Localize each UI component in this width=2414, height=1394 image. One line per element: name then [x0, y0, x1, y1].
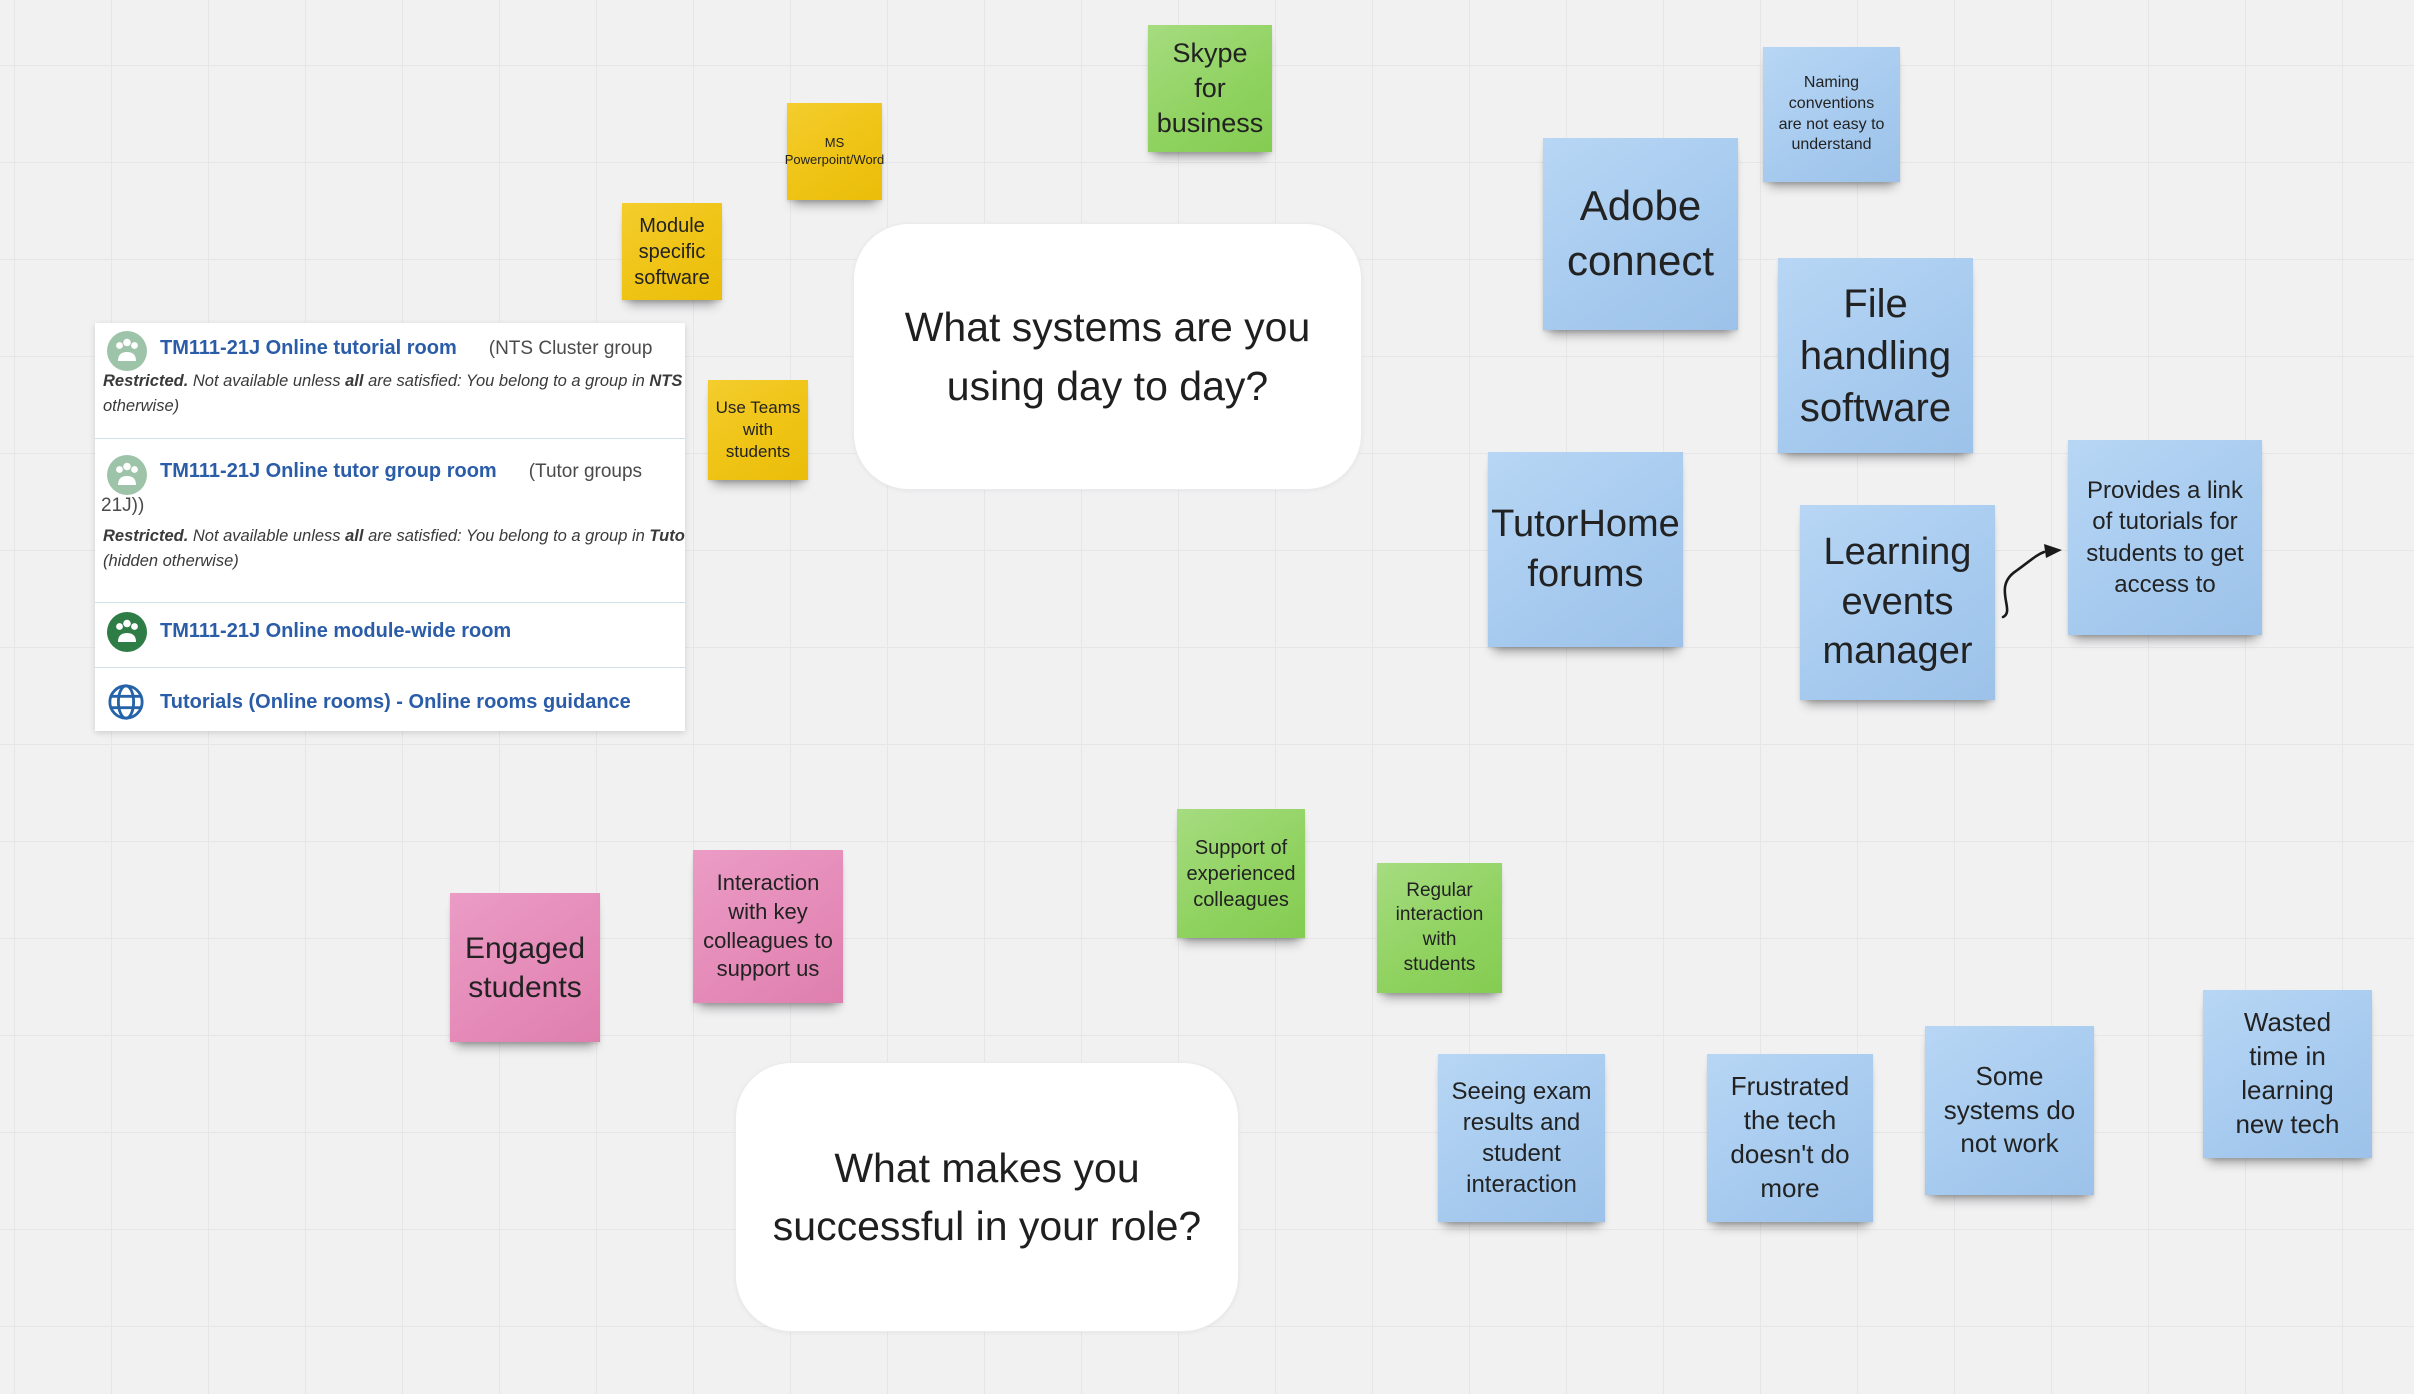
room-link-title: TM111-21J Online tutorial room — [160, 337, 457, 359]
sticky-note-module-specific-software[interactable]: Module specific software — [622, 203, 722, 300]
sticky-note-text: Use Teams with students — [715, 397, 801, 462]
sticky-note-text: Engaged students — [464, 931, 586, 1004]
sticky-note-text: MS Powerpoint/Word — [784, 134, 885, 167]
sticky-note-skype-for-business[interactable]: Skype for business — [1148, 25, 1272, 152]
restriction-text: Restricted. Not available unless all are… — [103, 527, 685, 545]
sticky-note-text: Seeing exam results and student interact… — [1451, 1077, 1592, 1199]
sticky-note-frustrated-the-tech[interactable]: Frustrated the tech doesn't do more — [1707, 1054, 1873, 1222]
sticky-note-ms-powerpoint-word[interactable]: MS Powerpoint/Word — [784, 103, 885, 200]
online-room-icon — [107, 331, 147, 371]
sticky-note-text: Frustrated the tech doesn't do more — [1730, 1071, 1850, 1203]
sticky-note-text: Adobe connect — [1566, 182, 1715, 284]
sticky-note-text: Learning events manager — [1822, 531, 1973, 673]
online-room-icon — [107, 455, 147, 495]
link-online-module-wide-room[interactable]: TM111-21J Online module-wide room — [160, 620, 511, 643]
question-text: What makes you successful in your role? — [772, 1144, 1202, 1249]
link-online-tutor-group-room[interactable]: TM111-21J Online tutor group room (Tutor … — [160, 460, 642, 483]
sticky-note-file-handling-software[interactable]: File handling software — [1778, 258, 1973, 453]
sticky-note-text: Module specific software — [634, 214, 710, 289]
course-page-screenshot[interactable]: TM111-21J Online tutorial room (NTS Clust… — [95, 323, 685, 731]
sticky-note-use-teams-with-students[interactable]: Use Teams with students — [708, 380, 808, 480]
sticky-note-provides-link-tutorials[interactable]: Provides a link of tutorials for student… — [2068, 440, 2262, 635]
connector-arrowhead-icon — [2044, 544, 2062, 558]
sticky-note-adobe-connect[interactable]: Adobe connect — [1543, 138, 1738, 330]
sticky-note-text: TutorHome forums — [1491, 503, 1680, 595]
room-link-title: TM111-21J Online tutor group room — [160, 460, 497, 482]
sticky-note-seeing-exam-results[interactable]: Seeing exam results and student interact… — [1438, 1054, 1605, 1222]
sticky-note-text: File handling software — [1799, 281, 1952, 430]
sticky-note-learning-events-manager[interactable]: Learning events manager — [1800, 505, 1995, 700]
sticky-note-interaction-key-colleagues[interactable]: Interaction with key colleagues to suppo… — [693, 850, 843, 1003]
sticky-note-text: Regular interaction with students — [1395, 879, 1484, 975]
globe-icon — [108, 684, 144, 720]
sticky-note-tutorhome-forums[interactable]: TutorHome forums — [1488, 452, 1683, 647]
connector-line — [2001, 550, 2046, 619]
row-divider — [95, 667, 685, 668]
question-bubble-success[interactable]: What makes you successful in your role? — [735, 1062, 1239, 1332]
restriction-text: Restricted. Not available unless all are… — [103, 372, 683, 390]
sticky-note-engaged-students[interactable]: Engaged students — [450, 893, 600, 1042]
connector-arrow[interactable] — [1978, 527, 2073, 622]
room-link-suffix-wrap: 21J)) — [101, 495, 145, 516]
sticky-note-text: Provides a link of tutorials for student… — [2086, 477, 2244, 598]
link-tutorials-online-rooms-guidance[interactable]: Tutorials (Online rooms) - Online rooms … — [160, 691, 631, 714]
room-link-title: Tutorials (Online rooms) - Online rooms … — [160, 691, 631, 713]
sticky-note-text: Skype for business — [1156, 37, 1264, 139]
restriction-text-wrap: otherwise) — [103, 397, 180, 415]
sticky-note-text: Some systems do not work — [1943, 1060, 2076, 1159]
room-link-suffix: (Tutor groups — [528, 461, 643, 482]
sticky-note-support-experienced-colleagues[interactable]: Support of experienced colleagues — [1177, 809, 1305, 938]
question-bubble-systems[interactable]: What systems are you using day to day? — [853, 223, 1362, 490]
sticky-note-text: Naming conventions are not easy to under… — [1778, 73, 1885, 154]
sticky-note-wasted-time-new-tech[interactable]: Wasted time in learning new tech — [2203, 990, 2372, 1158]
question-text: What systems are you using day to day? — [904, 304, 1311, 409]
room-link-title: TM111-21J Online module-wide room — [160, 620, 512, 642]
sticky-note-some-systems-do-not-work[interactable]: Some systems do not work — [1925, 1026, 2094, 1195]
sticky-note-naming-conventions[interactable]: Naming conventions are not easy to under… — [1763, 47, 1900, 182]
link-online-tutorial-room[interactable]: TM111-21J Online tutorial room (NTS Clust… — [160, 337, 652, 360]
online-room-icon — [107, 612, 147, 652]
row-divider — [95, 438, 685, 439]
sticky-note-text: Interaction with key colleagues to suppo… — [703, 870, 833, 982]
room-link-suffix: (NTS Cluster group — [488, 338, 653, 359]
sticky-note-text: Wasted time in learning new tech — [2235, 1007, 2340, 1139]
restriction-text-wrap: (hidden otherwise) — [103, 552, 239, 570]
row-divider — [95, 602, 685, 603]
sticky-note-text: Support of experienced colleagues — [1186, 836, 1296, 911]
sticky-note-regular-interaction-students[interactable]: Regular interaction with students — [1377, 863, 1502, 993]
